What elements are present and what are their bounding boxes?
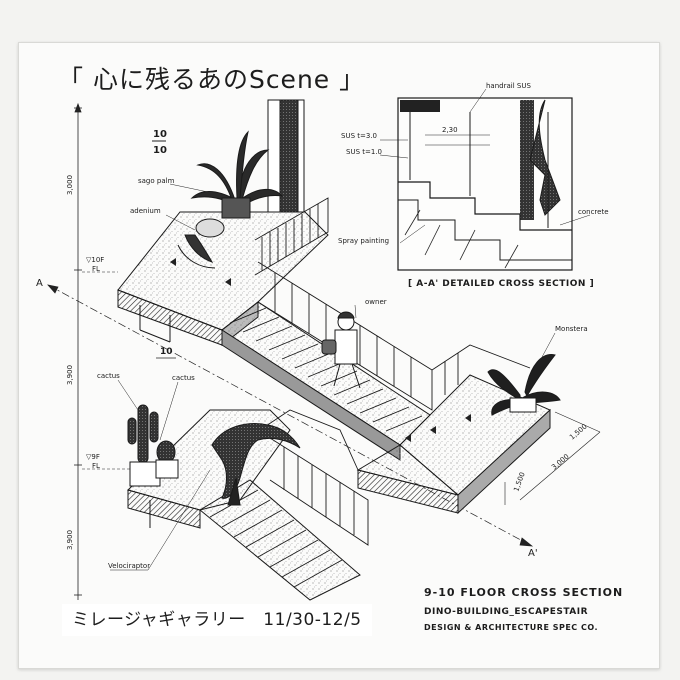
detail-section-box (397, 97, 573, 271)
middle-railing (431, 344, 531, 395)
svg-text:▽10F: ▽10F (86, 256, 104, 264)
level-marker-9f: ▽9F FL (82, 453, 130, 470)
detail-sus30: SUS t=3.0 (341, 132, 377, 140)
dimension-d3: 1,500 (512, 471, 526, 493)
detail-dim-230: 2,30 (442, 126, 458, 134)
detail-sus10: SUS t=1.0 (346, 148, 382, 156)
dimension-bottom: 3,900 (66, 530, 74, 550)
svg-text:10: 10 (153, 129, 167, 140)
label-cactus-left: cactus (97, 372, 120, 380)
label-adenium: adenium (130, 207, 161, 215)
upper-flight (221, 301, 431, 461)
section-mark-a: A (36, 278, 43, 289)
gallery-caption: ミレージャギャラリー 11/30-12/5 (62, 604, 372, 636)
detail-handrail: handrail SUS (486, 82, 531, 90)
dimension-top: 3,000 (66, 175, 74, 195)
detail-caption: [ A-A' DETAILED CROSS SECTION ] (408, 279, 594, 289)
label-monstera: Monstera (555, 325, 588, 333)
label-cactus-right: cactus (172, 374, 195, 382)
svg-text:▽9F: ▽9F (86, 453, 100, 461)
cactus-plants (127, 404, 179, 487)
page-title: 「 心に残るあのScene 」 (58, 65, 366, 94)
label-owner: owner (365, 298, 387, 306)
dimension-d1: 1,500 (568, 423, 588, 442)
section-line (47, 284, 534, 547)
leader-lines (110, 183, 556, 571)
dimension-d2: 3,000 (550, 453, 570, 472)
detail-spray: Spray painting (338, 237, 389, 245)
label-sago-palm: sago palm (138, 177, 175, 185)
footprint-arrows (170, 258, 471, 442)
owner-figure (321, 311, 361, 389)
sago-palm-plant (190, 130, 284, 219)
vertical-dimension-line (74, 102, 82, 600)
velociraptor-figure (211, 423, 301, 506)
adenium-plant (177, 218, 225, 269)
label-landing-mark: 10 (160, 347, 173, 357)
dimension-middle: 3,900 (66, 365, 74, 385)
label-velociraptor: Velociraptor (108, 562, 150, 570)
sheet-title-line1: 9-10 FLOOR CROSS SECTION (424, 586, 623, 599)
detail-leaders (379, 88, 591, 244)
level-marker-10f: ▽10F FL (82, 256, 118, 273)
upper-railing (254, 197, 329, 276)
lower-railing (259, 409, 369, 546)
svg-text:10: 10 (153, 145, 167, 156)
detail-concrete: concrete (578, 208, 609, 216)
sheet-title-line2: DINO-BUILDING_ESCAPESTAIR (424, 607, 588, 617)
middle-dimension-lines (504, 411, 601, 505)
svg-text:FL: FL (92, 462, 100, 470)
svg-text:FL: FL (92, 265, 100, 273)
sheet-title-line3: DESIGN & ARCHITECTURE SPEC CO. (424, 623, 598, 632)
scale-fraction: 10 10 (152, 129, 167, 156)
section-mark-a-prime: A' (528, 548, 538, 559)
monstera-plant (487, 354, 561, 416)
